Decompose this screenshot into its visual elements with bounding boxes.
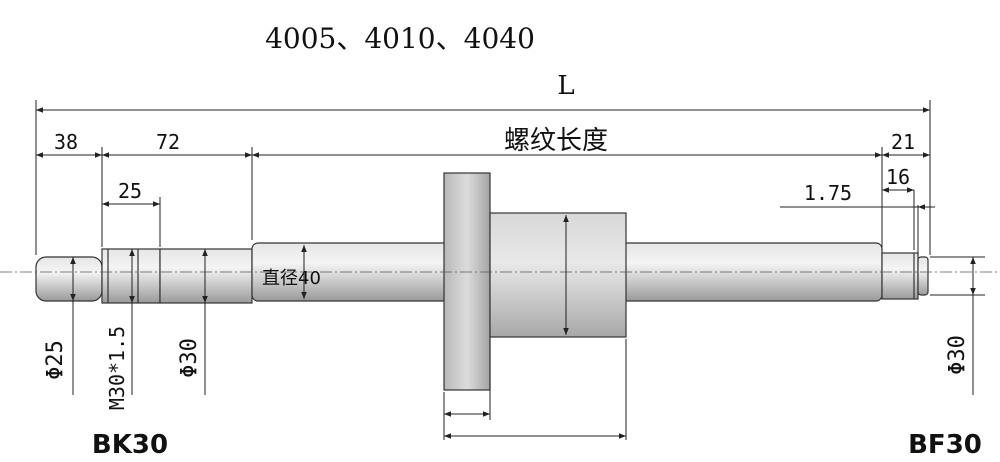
dim-L: L	[557, 71, 574, 101]
dim-diameter-40: 直径40	[262, 268, 321, 289]
dim-21: 21	[891, 130, 915, 154]
dim-m30: M30*1.5	[105, 326, 129, 410]
dimension-lines	[35, 100, 985, 440]
left-journal	[35, 256, 103, 302]
dim-16: 16	[886, 165, 910, 189]
dim-phi25: Φ25	[43, 340, 68, 380]
dim-phi30-right: Φ30	[945, 335, 970, 375]
dim-25: 25	[118, 179, 142, 203]
right-journal	[881, 252, 919, 300]
right-tip	[917, 256, 929, 296]
nut-body	[489, 212, 627, 338]
m30-section	[101, 248, 161, 304]
dim-phi30-left: Φ30	[177, 338, 202, 378]
ball-nut	[443, 172, 627, 391]
end-label-left: BK30	[92, 430, 168, 460]
dim-1-75: 1.75	[804, 181, 852, 205]
dim-38: 38	[54, 130, 78, 154]
dim-72: 72	[156, 130, 180, 154]
nut-flange	[443, 172, 491, 391]
dim-thread-length: 螺纹长度	[504, 126, 608, 156]
dimension-labels: L 38 72 螺纹长度 21 25 16 1.75 直径40 Φ25 M30*…	[43, 71, 970, 410]
model-title: 4005、4010、4040	[265, 22, 535, 55]
end-label-right: BF30	[908, 430, 982, 460]
bearing-section-left	[159, 248, 253, 304]
